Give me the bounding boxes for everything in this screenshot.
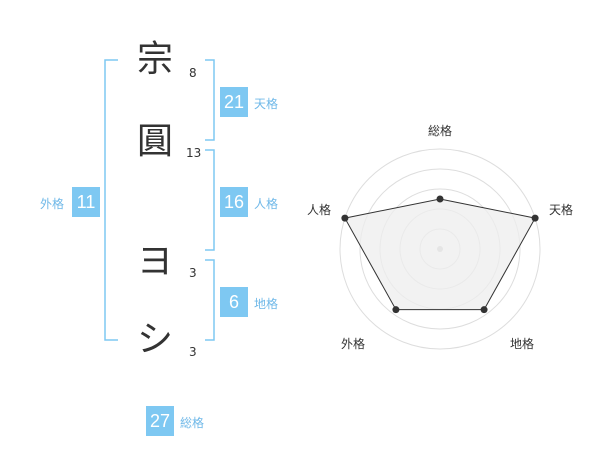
name-char-4: シ — [136, 319, 173, 360]
soukaku-badge: 27 — [146, 406, 174, 436]
jinkaku-label: 人格 — [254, 197, 279, 211]
chikaku-bracket — [205, 259, 215, 341]
soukaku-label: 総格 — [180, 416, 205, 430]
stroke-count-2: 13 — [186, 146, 202, 160]
name-char-3: ヨ — [136, 241, 173, 282]
name-char-2: 圓 — [136, 121, 173, 162]
radar-label-chikaku: 地格 — [510, 337, 535, 351]
tenkaku-label: 天格 — [254, 97, 279, 111]
gaikaku-label: 外格 — [40, 197, 65, 211]
radar-label-jinkaku: 人格 — [307, 203, 332, 217]
radar-grid-ring — [339, 148, 541, 350]
chikaku-label: 地格 — [254, 297, 279, 311]
jinkaku-bracket — [205, 149, 215, 251]
stroke-count-1: 8 — [189, 66, 197, 80]
radar-point-3 — [392, 306, 400, 314]
radar-point-4 — [341, 214, 349, 222]
radar-label-tenkaku: 天格 — [549, 203, 574, 217]
radar-series-polygon — [344, 198, 536, 311]
chikaku-badge: 6 — [220, 287, 248, 317]
jinkaku-badge: 16 — [220, 187, 248, 217]
radar-point-1 — [531, 214, 539, 222]
tenkaku-bracket — [205, 59, 215, 141]
radar-label-soukaku: 総格 — [428, 124, 453, 138]
radar-label-gaikaku: 外格 — [341, 337, 366, 351]
stroke-count-3: 3 — [189, 266, 197, 280]
name-char-1: 宗 — [136, 39, 173, 80]
gaikaku-bracket — [104, 59, 118, 341]
radar-grid-ring — [359, 168, 521, 330]
stroke-count-4: 3 — [189, 345, 197, 359]
tenkaku-badge: 21 — [220, 87, 248, 117]
radar-point-2 — [480, 306, 488, 314]
gaikaku-badge: 11 — [72, 187, 100, 217]
radar-point-0 — [436, 195, 444, 203]
